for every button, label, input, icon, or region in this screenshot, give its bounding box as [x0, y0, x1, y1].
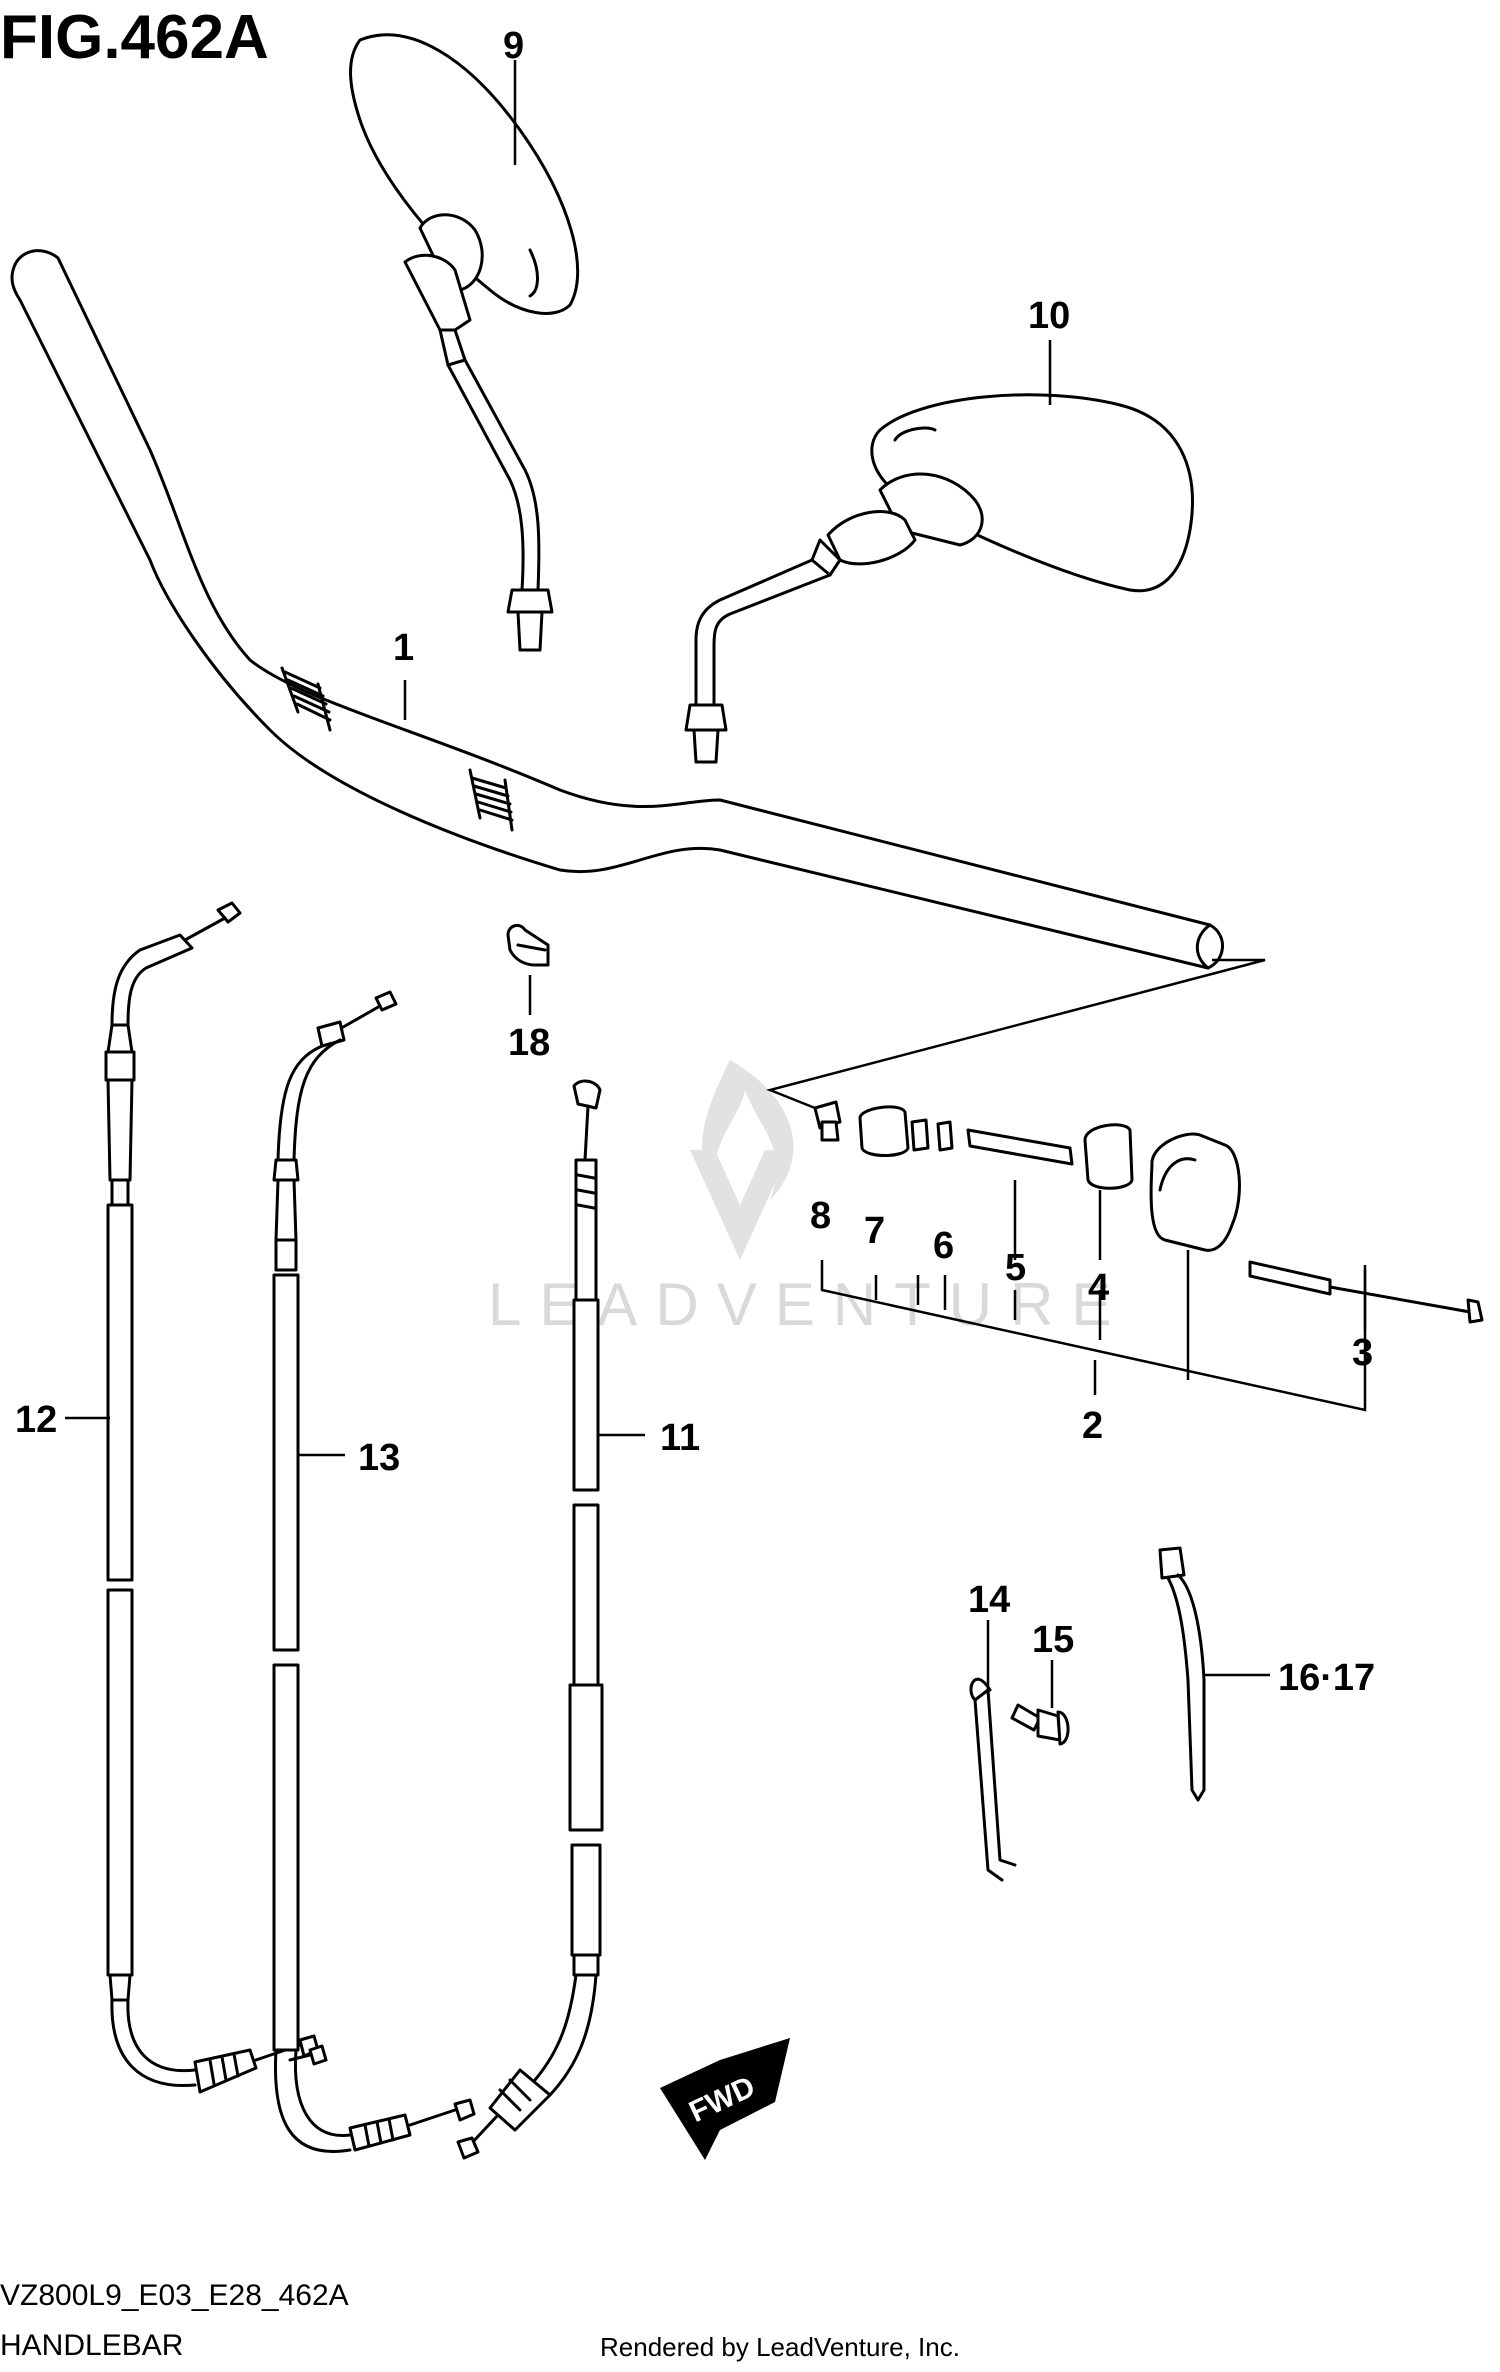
rendered-by: Rendered by LeadVenture, Inc. — [600, 2332, 960, 2362]
callout-1: 1 — [393, 627, 414, 669]
callout-10: 10 — [1028, 295, 1070, 337]
callout-9: 9 — [503, 25, 524, 67]
tie-wrap-part — [1158, 1546, 1206, 1802]
bracket-14-part — [969, 1677, 1017, 1882]
grip-knurl-left — [280, 666, 332, 732]
callout-11: 11 — [660, 1417, 700, 1459]
cable-12-part — [104, 901, 320, 2094]
callout-13: 13 — [358, 1437, 400, 1479]
washer-6b — [936, 1120, 954, 1152]
bar-end-assembly — [766, 958, 1484, 1324]
callout-15: 15 — [1032, 1619, 1074, 1661]
callout-14: 14 — [968, 1579, 1010, 1621]
callout-16-17: 16·17 — [1278, 1657, 1375, 1699]
mirror-right-part — [684, 393, 1194, 764]
callout-5: 5 — [1005, 1247, 1026, 1289]
balancer-2 — [1149, 1132, 1241, 1252]
cable-11-part — [456, 1079, 604, 2160]
figure-name: HANDLEBAR — [0, 2329, 183, 2362]
callout-18: 18 — [508, 1022, 550, 1064]
assembly-leaders — [820, 1180, 1367, 1412]
shaft-5 — [966, 1128, 1074, 1166]
fwd-arrow[interactable]: FWD — [660, 2038, 790, 2160]
callout-7: 7 — [864, 1210, 885, 1252]
clamp-part — [506, 923, 550, 967]
grip-knurl-right — [468, 768, 514, 832]
spacer-7 — [858, 1105, 910, 1157]
callout-8: 8 — [810, 1195, 831, 1237]
callout-4: 4 — [1088, 1267, 1109, 1309]
washer-6a — [910, 1118, 930, 1152]
callout-2: 2 — [1082, 1405, 1103, 1447]
handlebar-part — [10, 249, 1224, 970]
callout-3: 3 — [1352, 1332, 1373, 1374]
callout-12: 12 — [15, 1399, 57, 1441]
weight-4 — [1083, 1123, 1134, 1190]
cable-13-part — [272, 990, 476, 2153]
callout-6: 6 — [933, 1225, 954, 1267]
figure-code: VZ800L9_E03_E28_462A — [0, 2279, 349, 2312]
bolt-15-part — [1010, 1703, 1070, 1746]
screw-3-thread — [1248, 1260, 1332, 1296]
figure-title: FIG.462A — [0, 3, 269, 72]
callout-leaders — [65, 60, 1270, 1708]
mirror-left-part — [349, 33, 580, 652]
